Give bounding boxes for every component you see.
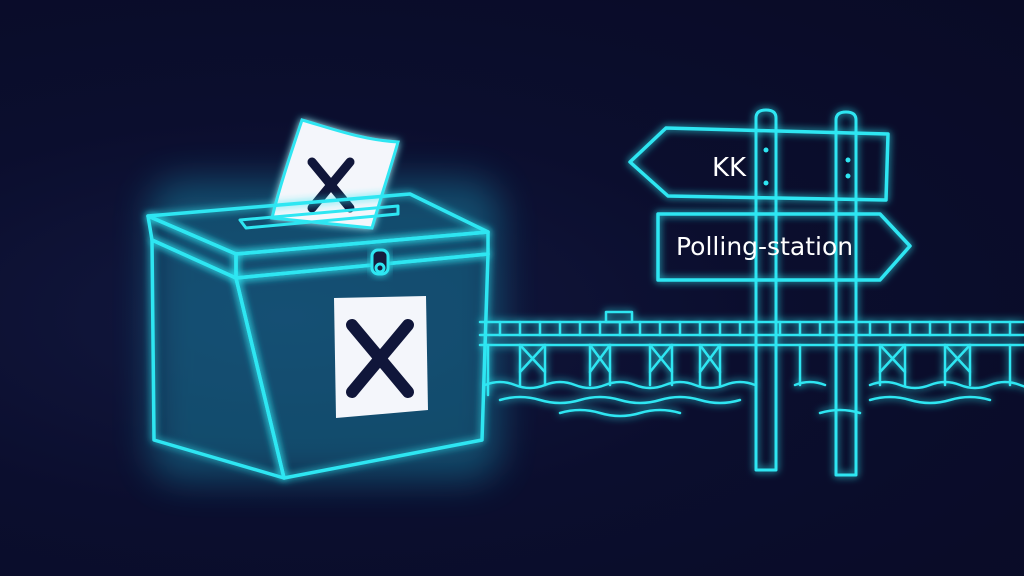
pier [478,310,1024,397]
sign-polling-station-label: Polling-station [676,232,853,261]
ballot-box [146,118,490,480]
sign-kk: KK [628,126,890,202]
box-body-front [234,252,490,480]
box-slot [238,204,400,230]
x-mark-icon [346,319,414,398]
signpost: KK Polling-station [628,108,912,477]
sign-polling-station: Polling-station [656,212,912,282]
pier-railing-posts [498,320,1012,337]
lock-clasp-icon [370,248,390,276]
sign-kk-label: KK [712,153,747,183]
water-waves [483,380,1024,418]
pier-braces [518,343,972,374]
box-halo [150,180,500,480]
pier-pilings [486,343,1012,397]
signpost-poles [754,108,858,477]
